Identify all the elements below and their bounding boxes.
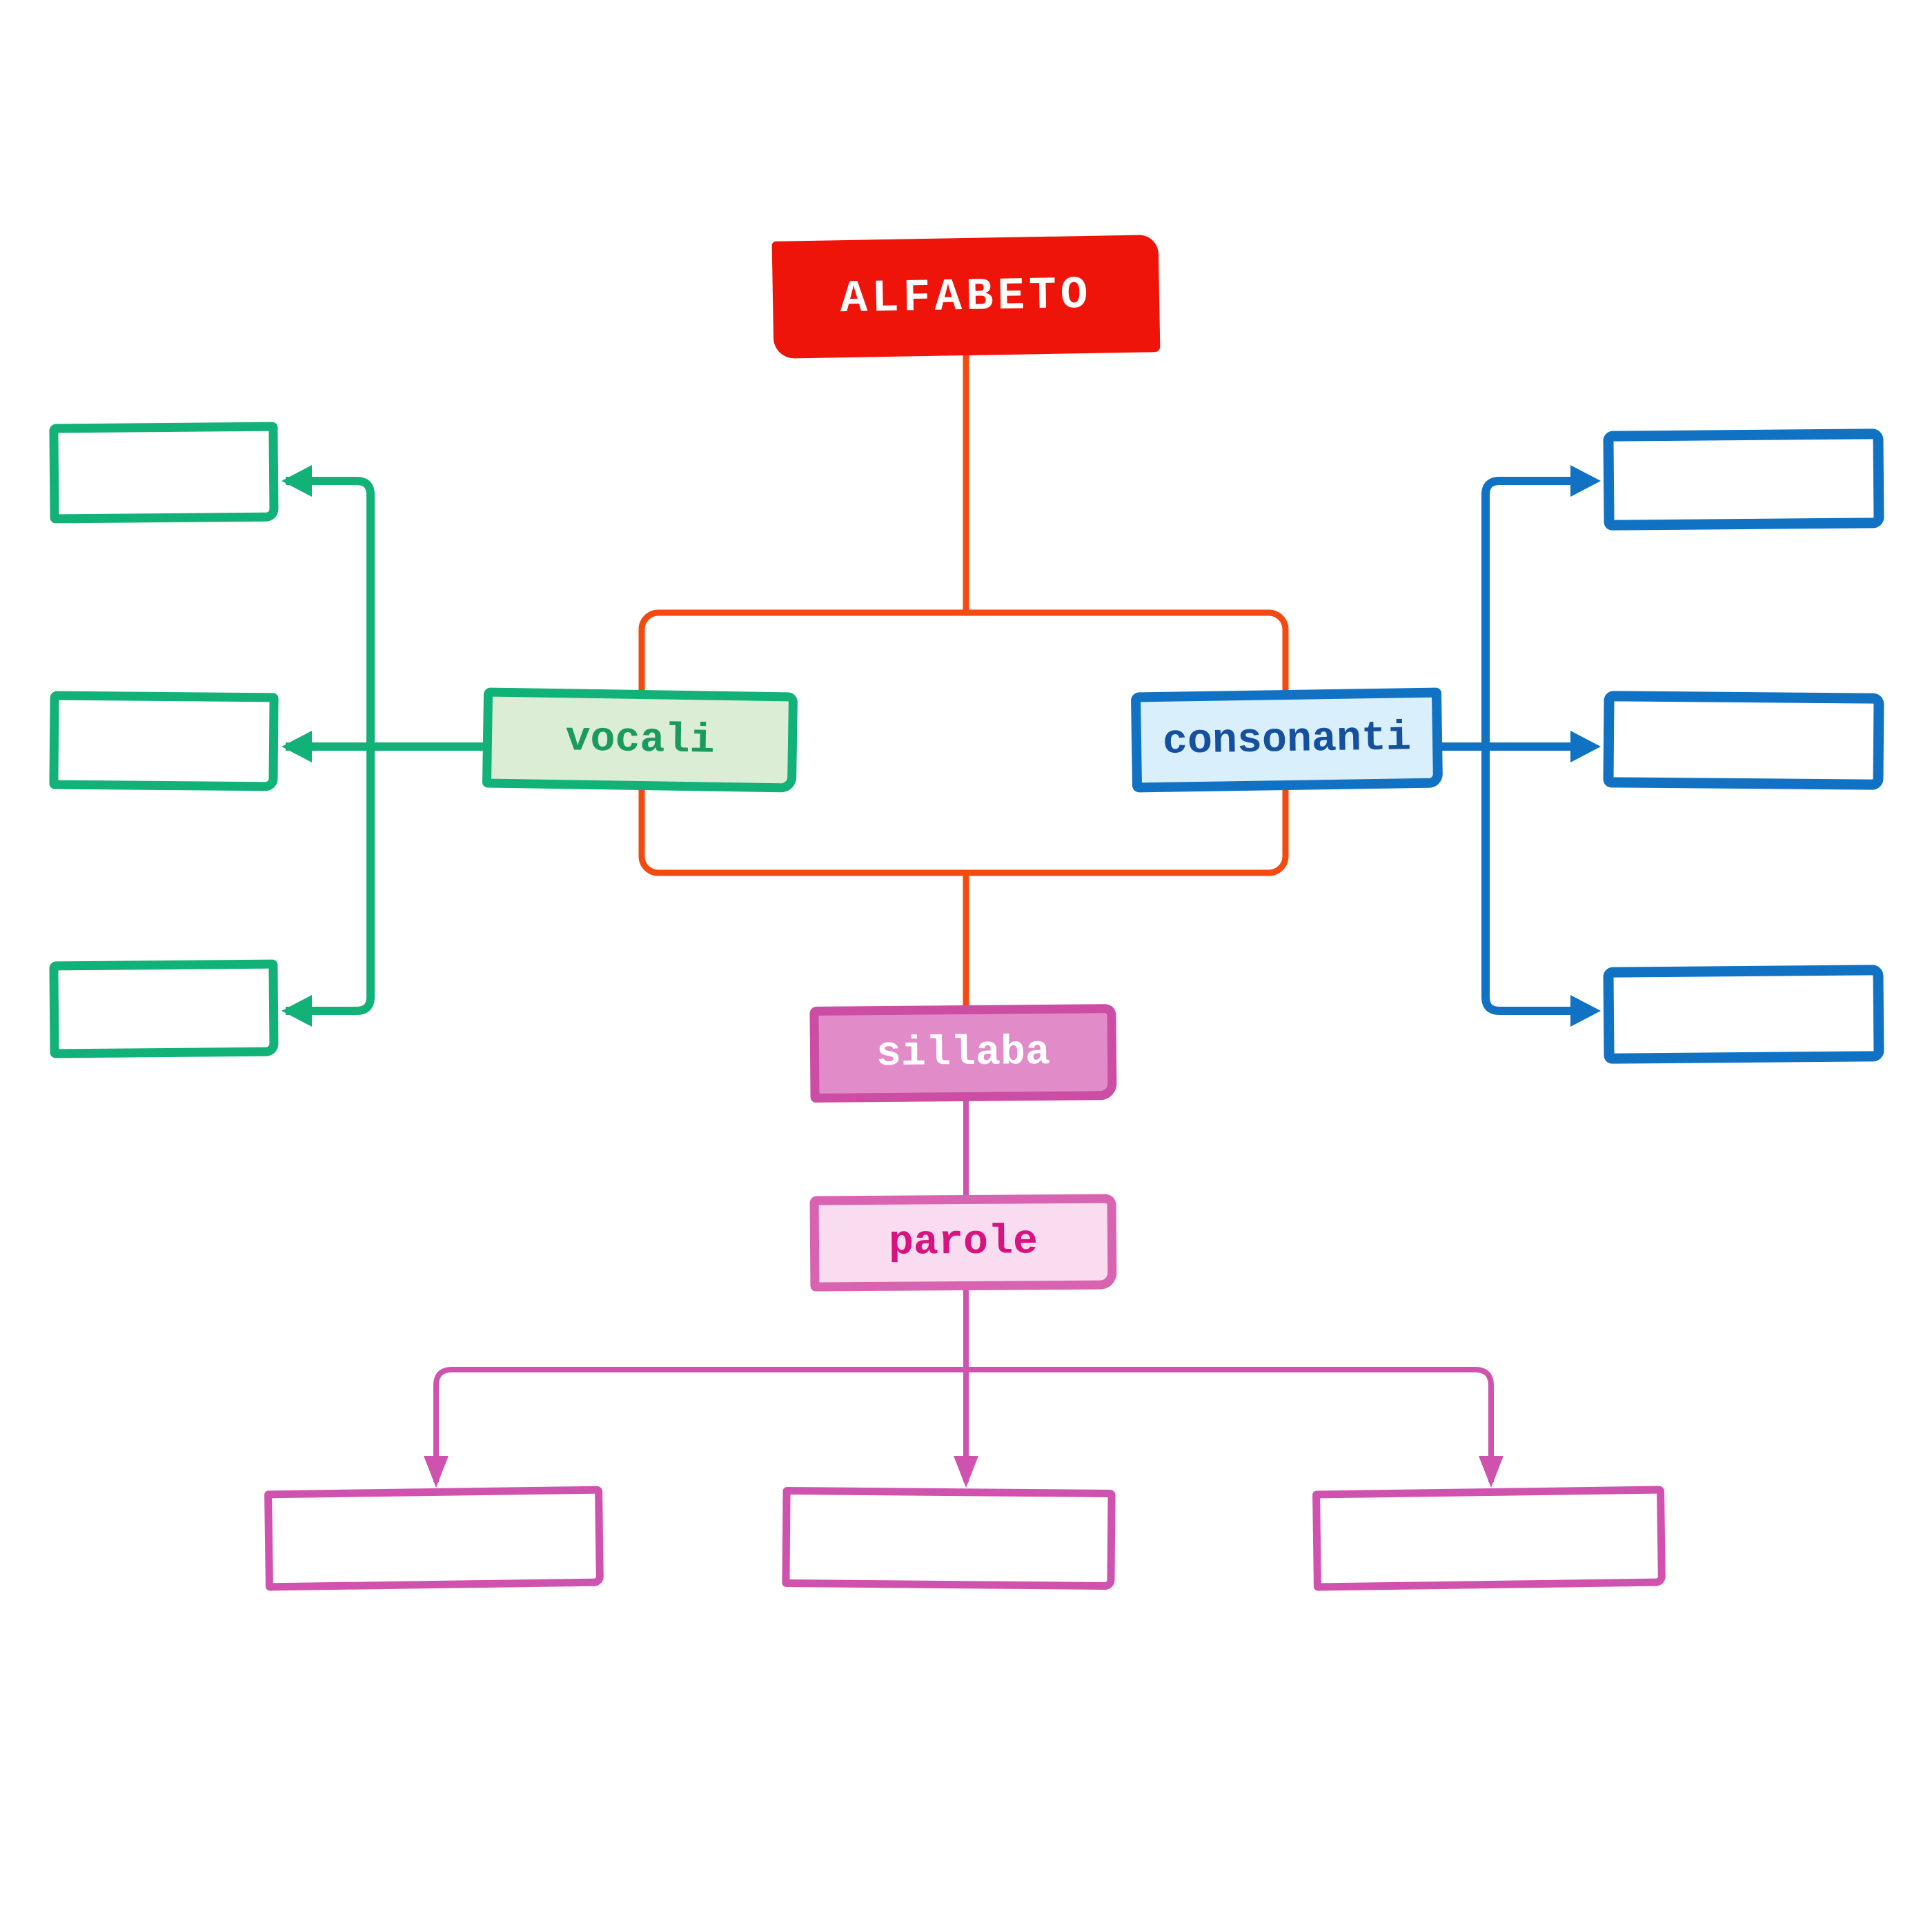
arrowhead-left-3 [282, 995, 312, 1027]
arrowhead-right-3 [1570, 995, 1601, 1027]
arrowhead-bottom-1 [424, 1456, 448, 1488]
node-vocali-label: vocali [564, 715, 716, 765]
empty-box-vocali-3 [49, 959, 279, 1058]
node-vocali: vocali [482, 687, 798, 793]
empty-box-vocali-1 [49, 422, 279, 524]
arrowhead-right-1 [1570, 465, 1601, 497]
arrowhead-bottom-2 [954, 1456, 978, 1488]
node-parole-label: parole [888, 1219, 1038, 1267]
empty-box-parole-1 [264, 1486, 604, 1591]
empty-box-parole-2 [782, 1486, 1116, 1590]
empty-box-consonanti-3 [1603, 965, 1884, 1064]
node-sillaba: sillaba [809, 1004, 1117, 1103]
node-alfabeto: ALFABETO [771, 235, 1161, 359]
empty-box-consonanti-2 [1603, 691, 1884, 790]
node-consonanti: consonanti [1130, 687, 1443, 793]
node-sillaba-label: sillaba [876, 1029, 1051, 1078]
vocali-branch-connectors [282, 465, 484, 1027]
node-parole: parole [809, 1194, 1117, 1292]
orange-connectors [638, 352, 1289, 1007]
empty-box-parole-3 [1312, 1486, 1666, 1591]
parole-branch-connectors [424, 1100, 1504, 1488]
node-consonanti-label: consonanti [1162, 714, 1412, 766]
arrowhead-bottom-3 [1479, 1456, 1504, 1488]
empty-box-consonanti-1 [1603, 428, 1884, 531]
empty-box-vocali-2 [49, 691, 279, 791]
arrowhead-right-2 [1570, 731, 1601, 762]
arrowhead-left-2 [282, 731, 312, 762]
node-alfabeto-label: ALFABETO [839, 268, 1093, 325]
arrowhead-left-1 [282, 465, 312, 497]
consonanti-branch-connectors [1441, 465, 1601, 1027]
